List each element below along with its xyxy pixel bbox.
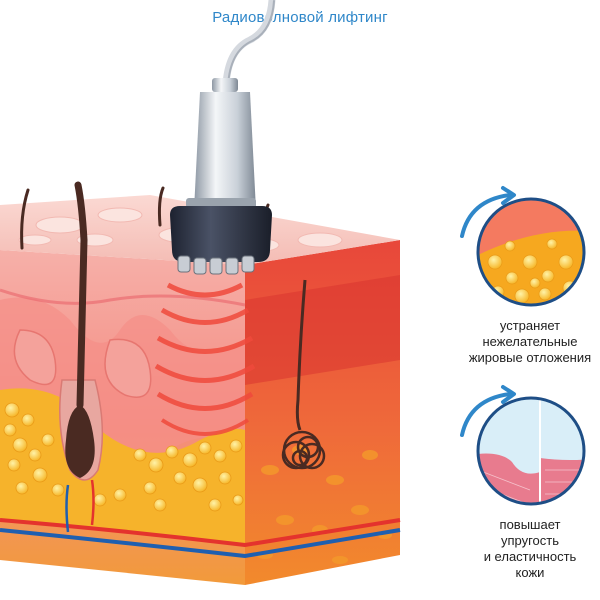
blood-vessel-blue — [0, 528, 401, 559]
vessel-branch-red — [90, 479, 95, 526]
hair-shaft — [74, 181, 88, 409]
benefit-fat-caption: устраняет нежелательные жировые отложени… — [445, 318, 600, 366]
inset-fat — [478, 199, 584, 305]
side-dermis-band — [245, 275, 400, 385]
inset-elasticity-frame — [476, 396, 586, 506]
epidermis-wave — [0, 288, 246, 307]
device-electrodes — [177, 255, 255, 275]
benefit-elasticity-line-2: упругость — [500, 533, 560, 548]
sebaceous-gland-2 — [104, 338, 152, 398]
inset-fat-arrow-tip — [501, 186, 516, 205]
device-cable — [222, 0, 276, 89]
inset-elasticity-arrow — [460, 392, 512, 437]
device-collar — [212, 78, 238, 92]
hair-bulb — [65, 405, 95, 478]
benefit-elasticity-line-1: повышает — [499, 517, 561, 532]
benefit-fat-line-3: жировые отложения — [468, 350, 592, 365]
fat-cells — [3, 402, 244, 512]
rf-waves — [154, 282, 256, 436]
benefit-fat-line-2: нежелательные — [482, 334, 578, 349]
inset-elasticity — [478, 398, 584, 504]
sweat-duct — [295, 279, 307, 431]
blood-vessel-red — [0, 518, 401, 548]
device-head — [170, 206, 272, 262]
inset-fat-arrow — [460, 193, 512, 238]
inset-elasticity-arrow-tip — [501, 385, 516, 404]
title: Радиоволновой лифтинг — [212, 9, 388, 26]
benefit-elasticity-line-3: и еластичность — [483, 549, 577, 564]
inset-fat-frame — [476, 197, 586, 307]
hair-small-1 — [20, 188, 30, 250]
sweat-gland-coil — [281, 430, 326, 470]
device-handle — [194, 92, 256, 210]
hair-small-2 — [157, 186, 165, 227]
device-ring — [186, 198, 256, 208]
device-cable-shadow — [227, 0, 275, 87]
vessel-branch-blue — [65, 484, 70, 533]
benefit-elasticity-caption: повышает упругость и еластичность кожи — [445, 517, 600, 581]
benefit-elasticity-line-4: кожи — [515, 565, 545, 580]
benefit-fat-line-1: устраняет — [499, 318, 561, 333]
sebaceous-gland — [13, 329, 57, 386]
